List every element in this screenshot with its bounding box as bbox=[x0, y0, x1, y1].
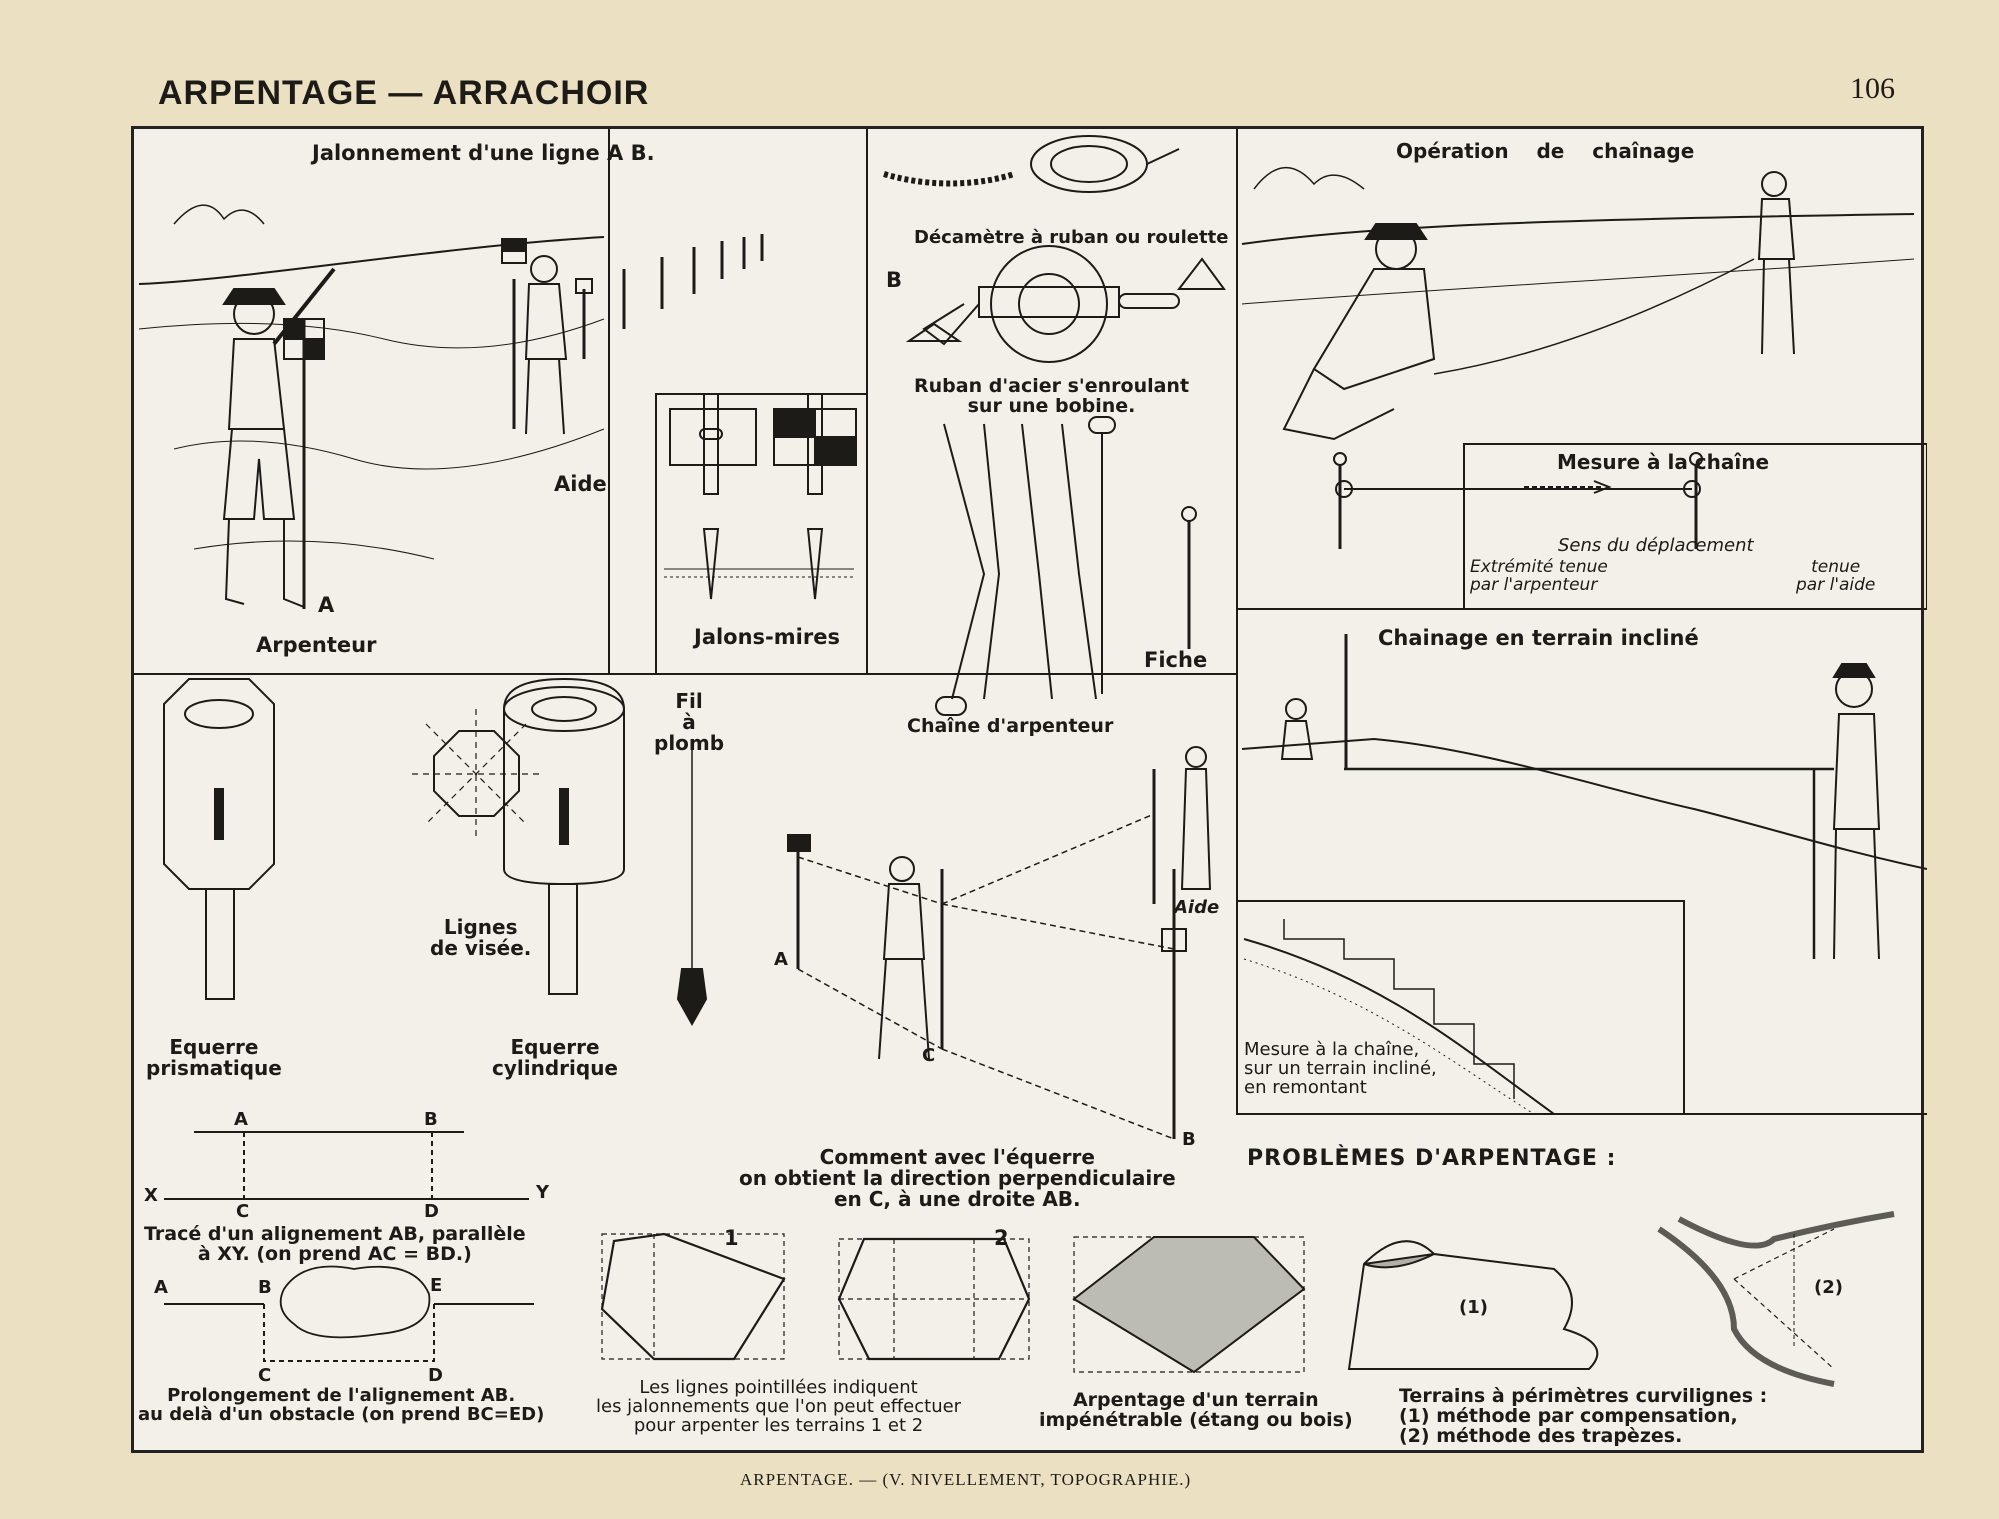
mesure-chaine-title: Mesure à la chaîne bbox=[1557, 450, 1770, 474]
curv-2-label: (2) bbox=[1814, 1277, 1843, 1298]
obs-c-label: C bbox=[258, 1365, 272, 1386]
par-d-label: D bbox=[424, 1201, 439, 1222]
problem-fig1-label: 1 bbox=[724, 1226, 739, 1250]
arpenteur-label: Arpenteur bbox=[256, 633, 377, 657]
par-b-label: B bbox=[424, 1109, 438, 1130]
footer-caption: ARPENTAGE. — (V. NIVELLEMENT, TOPOGRAPHI… bbox=[740, 1470, 1192, 1489]
perp-c-label: C bbox=[922, 1045, 936, 1066]
incline-caption: Mesure à la chaîne, sur un terrain incli… bbox=[1244, 1039, 1437, 1098]
plate-drawings bbox=[134, 129, 1927, 1387]
incline-title: Chainage en terrain incliné bbox=[1378, 626, 1699, 650]
perp-aide-label: Aide bbox=[1174, 897, 1220, 918]
decametre-label: Décamètre à ruban ou roulette bbox=[914, 227, 1229, 248]
lignes-visee-label: Lignes de visée. bbox=[430, 915, 532, 960]
page-title: ARPENTAGE — ARRACHOIR bbox=[158, 74, 650, 112]
impenetrable-caption: Arpentage d'un terrain impénétrable (éta… bbox=[1039, 1389, 1353, 1431]
fil-plomb-label: Fil à plomb bbox=[654, 689, 725, 755]
sens-deplacement-label: Sens du déplacement bbox=[1558, 535, 1754, 556]
extremite-right-label: tenue par l'aide bbox=[1796, 557, 1876, 595]
obstacle-caption: Prolongement de l'alignement AB. au delà… bbox=[138, 1385, 545, 1425]
obs-a-label: A bbox=[154, 1277, 168, 1298]
obs-e-label: E bbox=[430, 1275, 443, 1296]
parallele-caption: Tracé d'un alignement AB, parallèle à XY… bbox=[144, 1223, 526, 1265]
perp-b-label: B bbox=[1182, 1129, 1196, 1150]
par-x-label: X bbox=[144, 1185, 158, 1206]
equerre-prismatique-label: Equerre prismatique bbox=[146, 1035, 282, 1080]
fiche-label: Fiche bbox=[1144, 648, 1208, 672]
obs-b-label: B bbox=[258, 1277, 272, 1298]
point-b-label: B bbox=[886, 268, 903, 292]
point-a-label: A bbox=[318, 593, 335, 617]
chaine-label: Chaîne d'arpenteur bbox=[907, 715, 1114, 737]
par-c-label: C bbox=[236, 1201, 250, 1222]
par-a-label: A bbox=[234, 1109, 248, 1130]
page-number: 106 bbox=[1850, 72, 1895, 105]
aide-label: Aide bbox=[554, 472, 607, 496]
par-y-label: Y bbox=[536, 1182, 550, 1203]
curv-1-label: (1) bbox=[1459, 1297, 1488, 1318]
chainage-title: Opération de chaînage bbox=[1396, 139, 1695, 163]
problem-fig2-label: 2 bbox=[994, 1226, 1009, 1250]
curvilignes-caption: Terrains à périmètres curvilignes : (1) … bbox=[1399, 1385, 1768, 1447]
equerre-cylindrique-label: Equerre cylindrique bbox=[492, 1035, 618, 1080]
pointilles-caption: Les lignes pointillées indiquent les jal… bbox=[596, 1377, 962, 1436]
jalonnement-title: Jalonnement d'une ligne A B. bbox=[312, 141, 655, 165]
jalons-mires-label: Jalons-mires bbox=[694, 625, 840, 649]
illustration-plate: Jalonnement d'une ligne A B. A B Arpente… bbox=[131, 126, 1927, 1453]
obs-d-label: D bbox=[428, 1365, 443, 1386]
extremite-left-label: Extrémité tenue par l'arpenteur bbox=[1470, 557, 1608, 595]
ruban-label: Ruban d'acier s'enroulant sur une bobine… bbox=[914, 375, 1190, 417]
perpendiculaire-caption: Comment avec l'équerre on obtient la dir… bbox=[739, 1145, 1176, 1211]
perp-a-label: A bbox=[774, 949, 788, 970]
problemes-title: PROBLÈMES D'ARPENTAGE : bbox=[1247, 1146, 1617, 1171]
